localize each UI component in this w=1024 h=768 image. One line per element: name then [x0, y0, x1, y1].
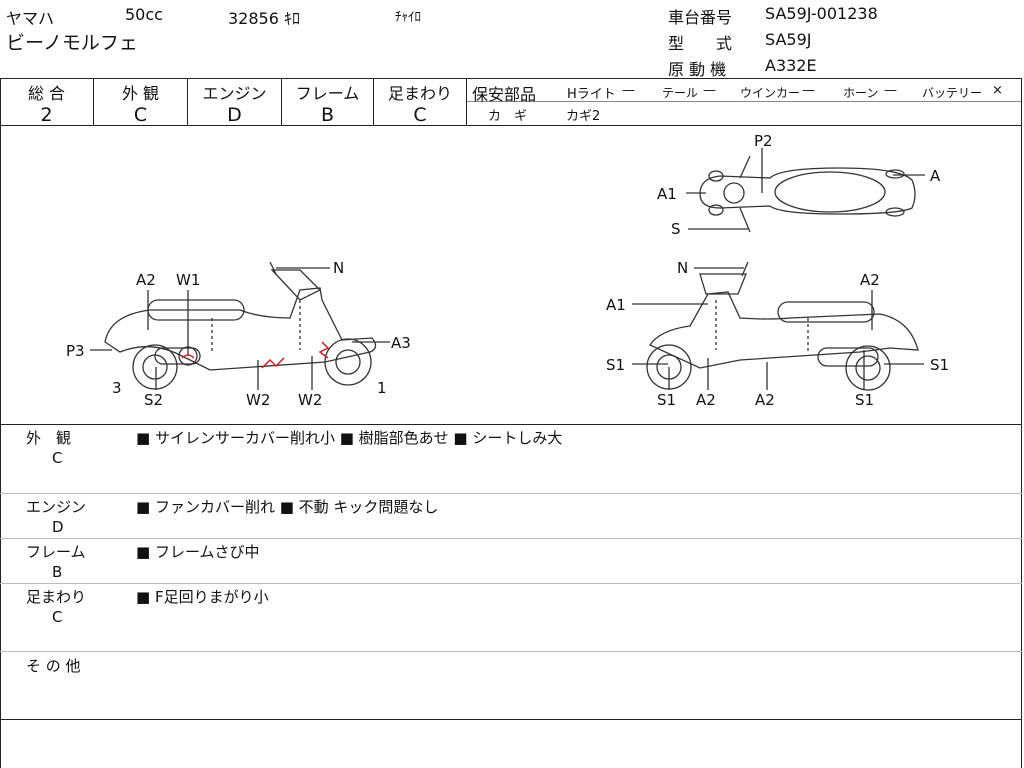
mileage: 32856 ｷﾛ	[228, 9, 300, 28]
grade-value: B	[320, 104, 335, 126]
note-grade: D	[52, 518, 64, 536]
displacement: 50cc	[125, 5, 163, 24]
divider	[0, 719, 1022, 720]
label-a2: A2	[860, 271, 880, 289]
divider	[466, 78, 467, 125]
color: ﾁｬｲﾛ	[395, 10, 421, 25]
left-view	[90, 261, 390, 390]
grade-total: 総 合 2	[0, 80, 93, 126]
note-category: エンジン	[26, 498, 87, 516]
safety-item-horn: ホーン	[843, 86, 879, 100]
safety-value: ×	[992, 83, 1003, 98]
divider	[0, 538, 1022, 539]
divider	[0, 424, 1022, 425]
label-a1: A1	[657, 185, 677, 203]
safety-item-battery: バッテリー	[922, 86, 983, 100]
note-text: ■ サイレンサーカバー削れ小 ■ 樹脂部色あせ ■ シートしみ大	[136, 429, 563, 447]
label-s: S	[671, 220, 681, 238]
maker: ヤマハ	[6, 9, 55, 28]
label-s1: S1	[606, 356, 626, 374]
grade-exterior: 外 観 C	[94, 80, 187, 126]
grade-value: 2	[40, 104, 53, 126]
top-view	[686, 148, 925, 233]
frame-number-label: 車台番号	[668, 8, 733, 27]
label-a: A	[930, 167, 941, 185]
grade-label: 外 観	[121, 84, 160, 103]
divider	[187, 78, 188, 125]
note-category: 足まわり	[26, 588, 87, 606]
note-category: そ の 他	[26, 657, 81, 675]
label-a2: A2	[136, 271, 156, 289]
label-w2: W2	[298, 391, 323, 409]
grade-frame: フレーム B	[282, 80, 373, 126]
label-a2: A2	[755, 391, 775, 409]
divider	[0, 583, 1022, 584]
note-text: ■ ファンカバー削れ ■ 不動 キック問題なし	[136, 498, 439, 516]
safety-value: —	[703, 83, 716, 98]
label-p2: P2	[754, 132, 773, 150]
divider	[0, 125, 1022, 126]
safety-title: 保安部品	[472, 85, 537, 104]
divider	[281, 78, 282, 125]
grade-value: D	[227, 104, 242, 126]
grade-label: 足まわり	[387, 84, 452, 103]
safety-item-tail: テール	[662, 86, 699, 100]
divider	[373, 78, 374, 125]
grade-label: 総 合	[27, 84, 66, 103]
label-n: N	[333, 259, 345, 277]
note-text: ■ フレームさび中	[136, 543, 260, 561]
divider	[0, 78, 1022, 79]
divider	[0, 78, 1, 768]
grade-label: エンジン	[202, 84, 267, 103]
grade-label: フレーム	[295, 84, 360, 103]
note-category: 外 観	[26, 429, 72, 447]
divider	[0, 493, 1022, 494]
divider	[0, 651, 1022, 652]
safety-item-winker: ウインカー	[740, 86, 801, 100]
label-n: N	[677, 259, 689, 277]
label-1: 1	[377, 379, 387, 397]
label-w2: W2	[246, 391, 271, 409]
label-a2: A2	[696, 391, 716, 409]
note-grade: C	[52, 608, 63, 626]
grade-value: C	[133, 104, 148, 126]
label-s2: S2	[144, 391, 164, 409]
engine-value: A332E	[765, 56, 817, 75]
label-a1: A1	[606, 296, 626, 314]
engine-label: 原 動 機	[668, 60, 727, 79]
safety-value: —	[884, 83, 897, 98]
label-s1: S1	[657, 391, 677, 409]
note-category: フレーム	[26, 543, 86, 561]
key-value: カギ2	[566, 109, 601, 124]
key-label: カ ギ	[488, 109, 528, 124]
note-grade: C	[52, 449, 63, 467]
safety-value: —	[802, 83, 815, 98]
safety-item-headlight: Hライト	[567, 87, 616, 102]
label-w1: W1	[176, 271, 201, 289]
grade-engine: エンジン D	[188, 80, 281, 126]
label-3: 3	[112, 379, 122, 397]
model-name: ビーノモルフェ	[6, 32, 138, 54]
type-label: 型 式	[668, 34, 733, 53]
note-grade: B	[52, 563, 63, 581]
type-value: SA59J	[765, 30, 812, 49]
grade-suspension: 足まわり C	[374, 80, 466, 126]
label-s1: S1	[930, 356, 950, 374]
label-s1: S1	[855, 391, 875, 409]
frame-number: SA59J-001238	[765, 4, 878, 23]
label-a3: A3	[391, 334, 411, 352]
divider	[1021, 78, 1022, 768]
divider	[93, 78, 94, 125]
grade-value: C	[413, 104, 427, 126]
divider	[466, 101, 1022, 102]
note-text: ■ F足回りまがり小	[136, 588, 269, 606]
label-p3: P3	[66, 342, 85, 360]
right-view	[632, 261, 924, 391]
safety-value: —	[622, 83, 635, 98]
